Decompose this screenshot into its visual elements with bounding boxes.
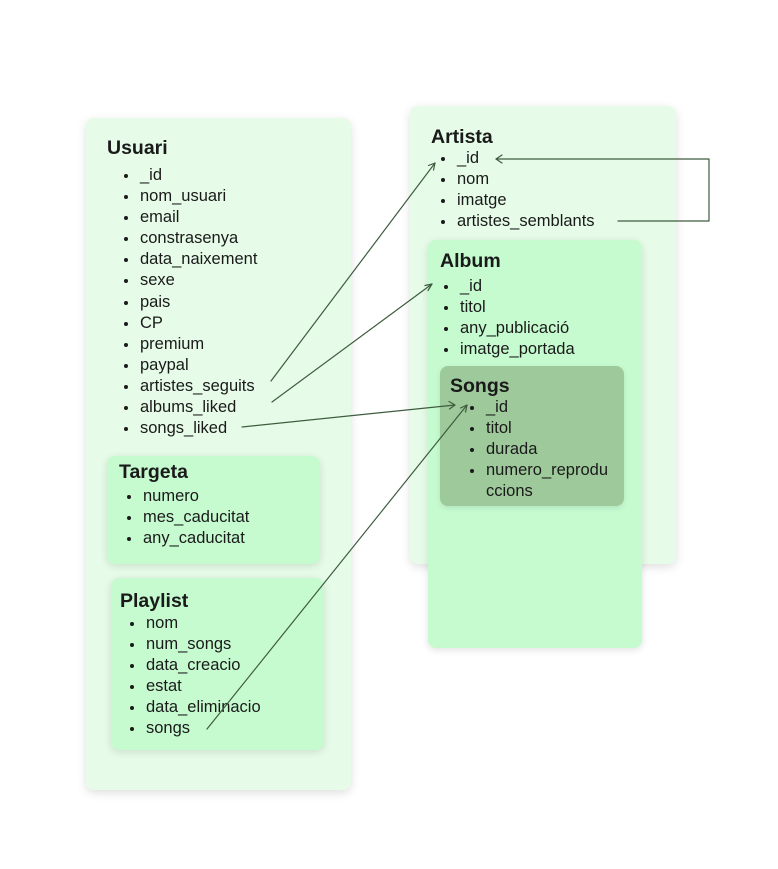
targeta-field-any-caducitat: any_caducitat bbox=[125, 528, 249, 549]
usuari-field-id: _id bbox=[122, 165, 257, 186]
usuari-field-nom-usuari: nom_usuari bbox=[122, 186, 257, 207]
songs-entity: Songs _id titol durada numero_reproducci… bbox=[440, 366, 624, 506]
usuari-fields: _id nom_usuari email constrasenya data_n… bbox=[122, 165, 257, 439]
artista-title: Artista bbox=[431, 126, 493, 148]
artista-field-id: _id bbox=[439, 148, 595, 169]
artista-field-artistes-semblants: artistes_semblants bbox=[439, 211, 595, 232]
songs-field-id: _id bbox=[468, 397, 614, 418]
artista-field-imatge: imatge bbox=[439, 190, 595, 211]
songs-fields: _id titol durada numero_reproduccions bbox=[468, 397, 614, 502]
artista-field-nom: nom bbox=[439, 169, 595, 190]
usuari-field-artistes-seguits: artistes_seguits bbox=[122, 376, 257, 397]
usuari-entity: Usuari _id nom_usuari email constrasenya… bbox=[86, 118, 351, 790]
usuari-field-cp: CP bbox=[122, 313, 257, 334]
album-fields: _id titol any_publicació imatge_portada bbox=[442, 276, 575, 360]
usuari-field-constrasenya: constrasenya bbox=[122, 228, 257, 249]
playlist-fields: nom num_songs data_creacio estat data_el… bbox=[128, 613, 261, 740]
playlist-field-nom: nom bbox=[128, 613, 261, 634]
album-title: Album bbox=[440, 250, 501, 272]
playlist-field-data-eliminacio: data_eliminacio bbox=[128, 697, 261, 718]
artista-fields: _id nom imatge artistes_semblants bbox=[439, 148, 595, 232]
songs-field-titol: titol bbox=[468, 418, 614, 439]
usuari-field-data-naixement: data_naixement bbox=[122, 249, 257, 270]
usuari-title: Usuari bbox=[107, 137, 168, 159]
playlist-field-songs: songs bbox=[128, 718, 261, 739]
usuari-field-sexe: sexe bbox=[122, 270, 257, 291]
usuari-field-songs-liked: songs_liked bbox=[122, 418, 257, 439]
artista-entity: Artista _id nom imatge artistes_semblant… bbox=[410, 106, 676, 648]
album-field-titol: titol bbox=[442, 297, 575, 318]
usuari-field-paypal: paypal bbox=[122, 355, 257, 376]
usuari-field-premium: premium bbox=[122, 334, 257, 355]
playlist-field-num-songs: num_songs bbox=[128, 634, 261, 655]
songs-field-durada: durada bbox=[468, 439, 614, 460]
album-entity: Album _id titol any_publicació imatge_po… bbox=[428, 240, 642, 648]
songs-title: Songs bbox=[450, 375, 510, 397]
songs-field-numero-reproduccions: numero_reproduccions bbox=[468, 460, 614, 502]
usuari-field-albums-liked: albums_liked bbox=[122, 397, 257, 418]
targeta-title: Targeta bbox=[119, 461, 188, 483]
playlist-field-data-creacio: data_creacio bbox=[128, 655, 261, 676]
album-field-any-publicacio: any_publicació bbox=[442, 318, 575, 339]
album-field-imatge-portada: imatge_portada bbox=[442, 339, 575, 360]
playlist-entity: Playlist nom num_songs data_creacio esta… bbox=[111, 578, 324, 750]
targeta-field-numero: numero bbox=[125, 486, 249, 507]
targeta-fields: numero mes_caducitat any_caducitat bbox=[125, 486, 249, 549]
album-field-id: _id bbox=[442, 276, 575, 297]
targeta-field-mes-caducitat: mes_caducitat bbox=[125, 507, 249, 528]
targeta-entity: Targeta numero mes_caducitat any_caducit… bbox=[107, 456, 320, 564]
usuari-field-pais: pais bbox=[122, 292, 257, 313]
usuari-field-email: email bbox=[122, 207, 257, 228]
playlist-title: Playlist bbox=[120, 590, 189, 612]
playlist-field-estat: estat bbox=[128, 676, 261, 697]
